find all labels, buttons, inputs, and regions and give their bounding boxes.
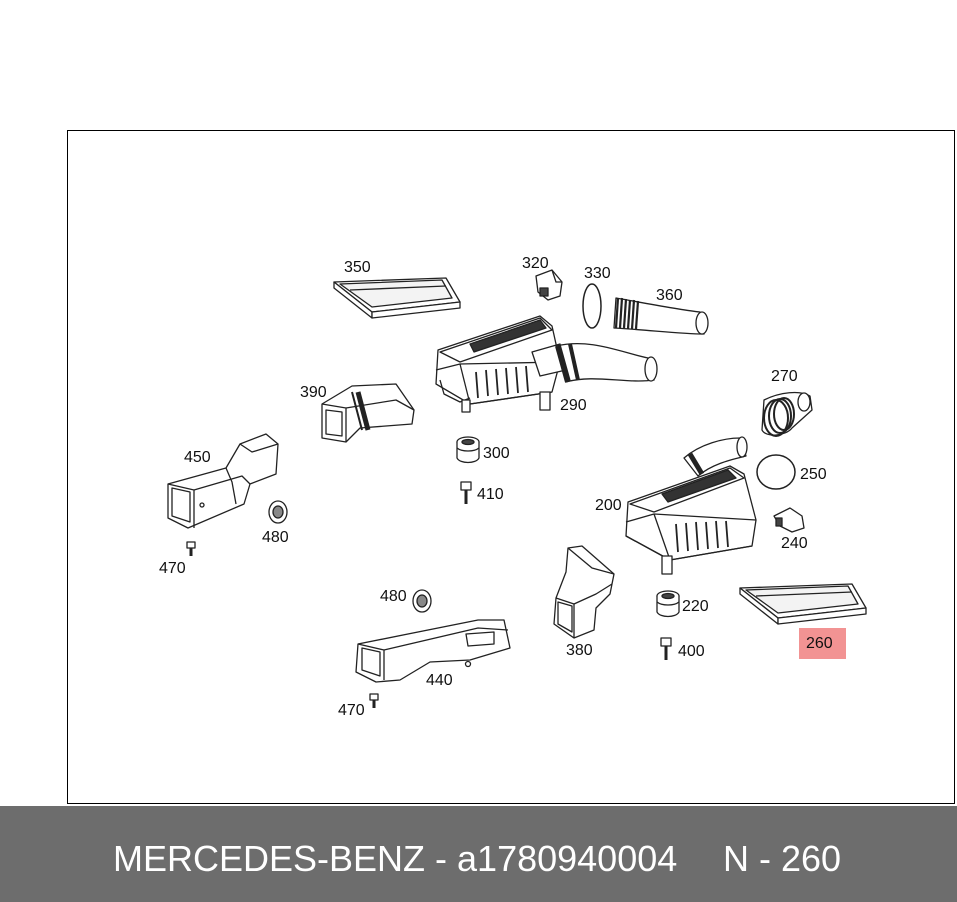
air-filter-housing-290 bbox=[435, 315, 567, 413]
label-200: 200 bbox=[595, 497, 622, 514]
label-470-bottom: 470 bbox=[338, 702, 365, 719]
intake-hose-top bbox=[555, 342, 658, 383]
sensor-320 bbox=[535, 269, 563, 301]
position-code: N - 260 bbox=[723, 838, 842, 879]
hose-360 bbox=[613, 297, 709, 335]
label-270: 270 bbox=[771, 368, 798, 385]
brand-part-number: MERCEDES-BENZ - a1780940004 bbox=[113, 838, 678, 879]
label-240: 240 bbox=[781, 535, 808, 552]
rubber-mount-300 bbox=[456, 436, 480, 464]
grommet-480-left bbox=[268, 500, 288, 524]
label-330: 330 bbox=[584, 265, 611, 282]
label-350: 350 bbox=[344, 259, 371, 276]
air-duct-390 bbox=[321, 383, 415, 443]
label-410: 410 bbox=[477, 486, 504, 503]
footer-bar: MERCEDES-BENZ - a1780940004 N - 260 bbox=[0, 806, 957, 902]
label-390: 390 bbox=[300, 384, 327, 401]
screw-470-bottom bbox=[369, 693, 379, 708]
bolt-410 bbox=[460, 481, 472, 504]
label-450: 450 bbox=[184, 449, 211, 466]
clamp-ring-250 bbox=[756, 454, 796, 490]
label-220: 220 bbox=[682, 598, 709, 615]
air-duct-380 bbox=[553, 545, 615, 639]
clamp-ring-330 bbox=[582, 283, 602, 329]
air-filter-350 bbox=[333, 277, 461, 319]
label-440: 440 bbox=[426, 672, 453, 689]
diagram-frame bbox=[67, 130, 955, 804]
label-360: 360 bbox=[656, 287, 683, 304]
bolt-400 bbox=[660, 637, 672, 660]
label-380: 380 bbox=[566, 642, 593, 659]
highlight-260 bbox=[799, 628, 846, 659]
grommet-480-bottom bbox=[412, 589, 432, 613]
air-filter-260 bbox=[739, 583, 867, 625]
hose-270 bbox=[761, 391, 813, 437]
screw-470-left bbox=[186, 541, 196, 556]
label-300: 300 bbox=[483, 445, 510, 462]
sensor-240 bbox=[773, 507, 805, 533]
label-470-left: 470 bbox=[159, 560, 186, 577]
label-260: 260 bbox=[806, 635, 833, 652]
label-480-bottom: 480 bbox=[380, 588, 407, 605]
label-480-left: 480 bbox=[262, 529, 289, 546]
label-320: 320 bbox=[522, 255, 549, 272]
label-290: 290 bbox=[560, 397, 587, 414]
label-400: 400 bbox=[678, 643, 705, 660]
air-filter-housing-200 bbox=[625, 436, 757, 575]
air-duct-440 bbox=[355, 619, 511, 683]
label-250: 250 bbox=[800, 466, 827, 483]
air-duct-450 bbox=[167, 433, 279, 529]
rubber-mount-220 bbox=[656, 590, 680, 618]
parts-diagram: 350 320 330 360 390 290 300 410 450 480 … bbox=[159, 255, 867, 719]
